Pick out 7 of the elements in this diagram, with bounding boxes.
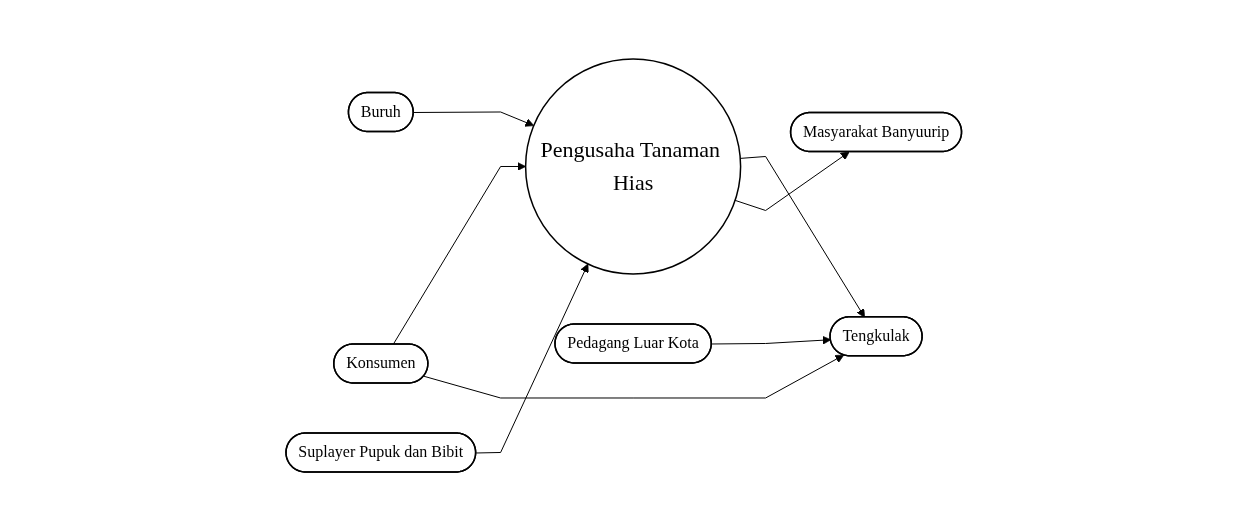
arrow — [475, 263, 589, 454]
arrow — [734, 151, 850, 211]
arrow — [740, 156, 866, 318]
node-circle: Pengusaha Tanaman Hias — [525, 58, 742, 275]
arrow — [392, 162, 527, 345]
arrow — [423, 354, 845, 399]
arrow — [413, 111, 535, 127]
